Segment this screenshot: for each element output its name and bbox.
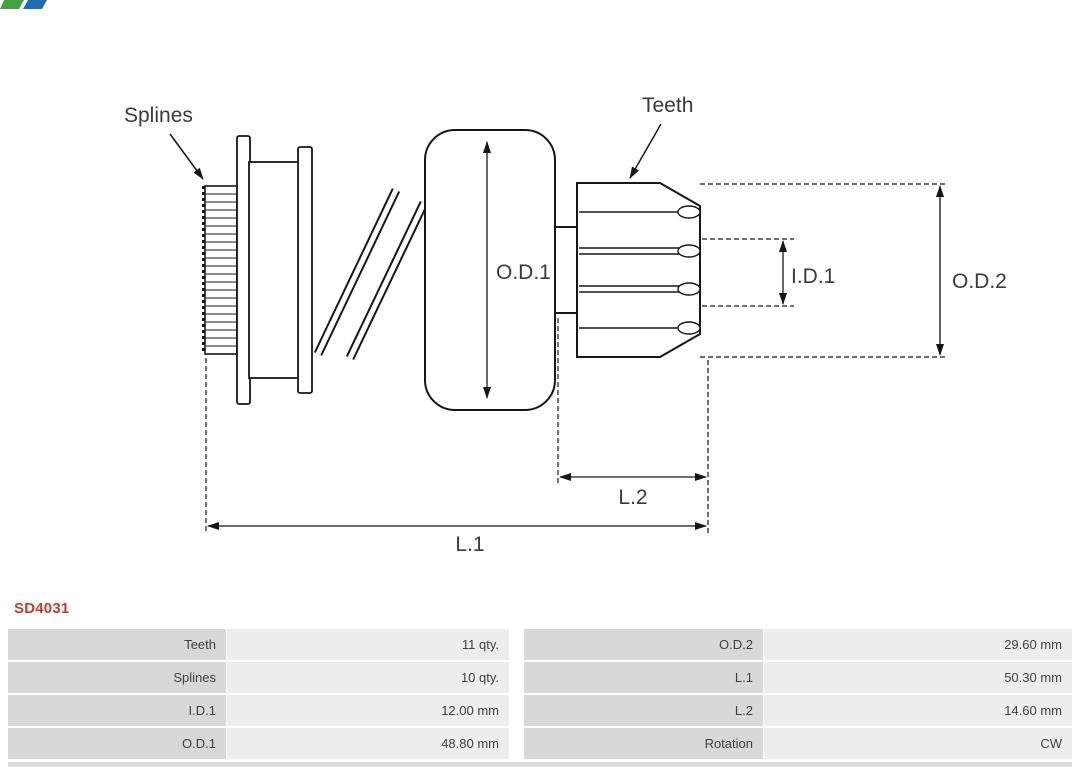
- spec-label-cell: Splines: [8, 662, 226, 693]
- l2-extension-lines: [557, 318, 709, 534]
- spec-label-cell: Rotation: [524, 728, 763, 759]
- pinion-gear: [576, 182, 701, 358]
- teeth-callout-arrow: [629, 123, 662, 179]
- spec-value-cell: 29.60 mm: [764, 629, 1072, 660]
- spec-label-cell: O.D.1: [8, 728, 226, 759]
- od2-label: O.D.2: [952, 270, 1007, 293]
- teeth-callout-label: Teeth: [642, 94, 693, 117]
- spec-value-cell: CW: [764, 728, 1072, 759]
- spec-column-gap: [510, 728, 523, 759]
- pinion-teeth-lines: [579, 205, 701, 335]
- part-code: SD4031: [14, 600, 70, 617]
- spec-value-cell: 12.00 mm: [227, 695, 509, 726]
- shaft-neck: [554, 226, 580, 314]
- spec-value-cell: 11 qty.: [227, 629, 509, 660]
- engagement-spring: [313, 188, 429, 360]
- spline-shaft-hatch: [206, 193, 236, 347]
- spec-label-cell: L.1: [524, 662, 763, 693]
- l1-label: L.1: [455, 533, 484, 556]
- starter-drive-diagram: Splines Teeth: [0, 0, 1007, 556]
- spec-column-gap: [510, 629, 523, 660]
- drive-hub: [248, 161, 300, 379]
- id1-extension-lines: [702, 238, 794, 307]
- od1-label: O.D.1: [496, 261, 551, 284]
- table-bottom-strip: [8, 762, 1072, 767]
- od2-extension-lines: [700, 183, 948, 358]
- spec-value-cell: 50.30 mm: [764, 662, 1072, 693]
- spec-column-gap: [510, 662, 523, 693]
- l2-label: L.2: [618, 486, 647, 509]
- spec-table: Teeth 11 qty. O.D.2 29.60 mm Splines 10 …: [8, 629, 1072, 759]
- spec-value-cell: 14.60 mm: [764, 695, 1072, 726]
- brand-logo-fragment: [0, 0, 47, 9]
- splines-callout-label: Splines: [124, 104, 193, 127]
- spline-shaft: [202, 185, 238, 355]
- retainer-disc-right: [297, 146, 313, 394]
- spec-value-cell: 10 qty.: [227, 662, 509, 693]
- spec-label-cell: L.2: [524, 695, 763, 726]
- splines-callout-arrow: [169, 133, 204, 180]
- spec-value-cell: 48.80 mm: [227, 728, 509, 759]
- spec-label-cell: Teeth: [8, 629, 226, 660]
- spec-label-cell: O.D.2: [524, 629, 763, 660]
- spec-column-gap: [510, 695, 523, 726]
- id1-label: I.D.1: [791, 265, 835, 288]
- spec-label-cell: I.D.1: [8, 695, 226, 726]
- retainer-disc-left: [236, 135, 251, 405]
